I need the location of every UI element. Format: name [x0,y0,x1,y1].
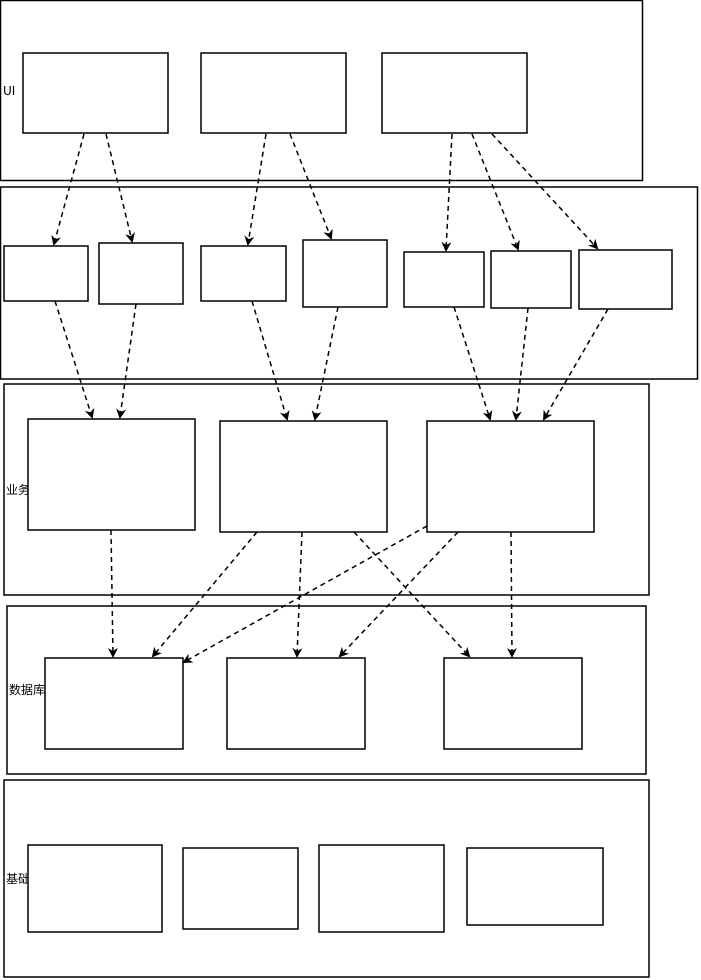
db-node-3 [443,657,583,750]
edge [107,529,118,658]
biz-node-3 [426,420,595,533]
edge [251,300,290,421]
edge [151,531,258,658]
ui-node-1 [22,52,169,134]
edge [338,531,459,658]
layer-base [3,779,650,978]
edge [506,531,517,658]
biz-node-1 [27,418,196,531]
edge [311,306,339,421]
layer-label-business: 业务 [6,482,30,497]
edges-middle-to-business [54,300,609,421]
layer-middle [0,186,699,380]
layer-label-ui: UI [3,84,15,98]
edge [182,525,428,663]
mid-node-5 [403,251,485,308]
mid-node-3 [200,245,287,302]
edge [105,133,135,243]
layer-label-base: 基础 [6,872,30,886]
layer-database [6,605,647,775]
edge [289,133,333,240]
edge [353,531,471,658]
edge [511,307,529,421]
db-node-2 [226,657,366,750]
edge [116,303,137,419]
mid-node-4 [302,239,388,308]
ui-node-3 [381,52,528,134]
edge [441,133,453,252]
layer-label-database: 数据库 [9,682,45,697]
edge [471,133,520,251]
biz-node-2 [219,420,388,533]
base-node-4 [466,847,604,926]
edge [51,133,85,246]
edges-ui-to-middle [51,133,599,252]
mid-node-6 [490,250,572,309]
layer-ui [0,0,644,182]
mid-node-7 [578,249,673,310]
edges-business-to-database [107,525,517,663]
edge [244,133,267,246]
mid-node-2 [98,242,184,305]
edge [453,306,493,421]
edge [542,308,609,421]
base-node-2 [182,847,299,930]
base-node-1 [27,844,163,933]
edge [292,531,303,658]
base-node-3 [318,844,445,933]
edge [491,133,599,250]
layer-business [3,383,650,596]
edge [54,300,95,419]
mid-node-1 [3,245,89,302]
db-node-1 [44,657,184,750]
ui-node-2 [200,52,347,134]
